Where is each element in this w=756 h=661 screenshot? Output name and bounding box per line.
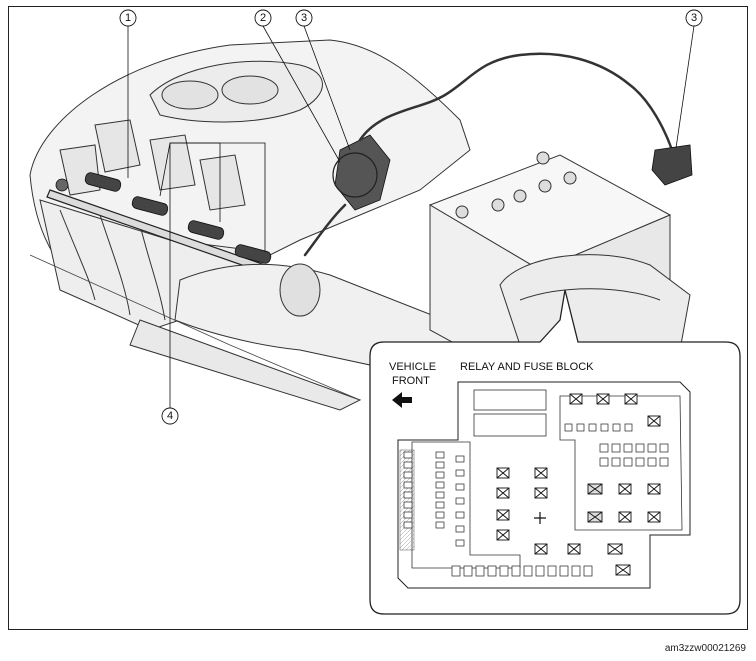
callout-3a [295, 9, 313, 27]
callout-3b [685, 9, 703, 27]
fuse-block-outline [397, 381, 691, 589]
callout-2 [254, 9, 272, 27]
leader-2 [262, 25, 341, 163]
vehicle-front-label-line1: VEHICLE [389, 361, 436, 373]
callout-label-4: 4 [167, 410, 173, 422]
inset-title: RELAY AND FUSE BLOCK [460, 361, 594, 373]
sensor-connector [651, 144, 693, 186]
relay-fuse-inset: VEHICLE FRONT RELAY AND FUSE BLOCK [369, 289, 741, 615]
relay-slot-b [473, 413, 547, 437]
callout-label-2: 2 [260, 12, 266, 24]
wiring-harness [303, 52, 674, 257]
leader-3b [675, 25, 695, 149]
reference-code: am3zzw00021269 [664, 643, 746, 654]
harness-connector [332, 134, 391, 211]
callout-label-3a: 3 [301, 12, 307, 24]
fuse-grid [403, 423, 669, 577]
callout-4 [161, 407, 179, 425]
callout-label-1: 1 [125, 12, 131, 24]
front-arrow-icon [392, 392, 412, 408]
callout-1 [119, 9, 137, 27]
relay-symbols [496, 393, 661, 576]
relay-slot-a [473, 389, 547, 411]
leader-3a [303, 25, 351, 151]
frame-line [29, 254, 361, 401]
vehicle-front-label-line2: FRONT [392, 375, 430, 387]
callout-label-3b: 3 [691, 12, 697, 24]
fuel-injectors [55, 172, 272, 264]
